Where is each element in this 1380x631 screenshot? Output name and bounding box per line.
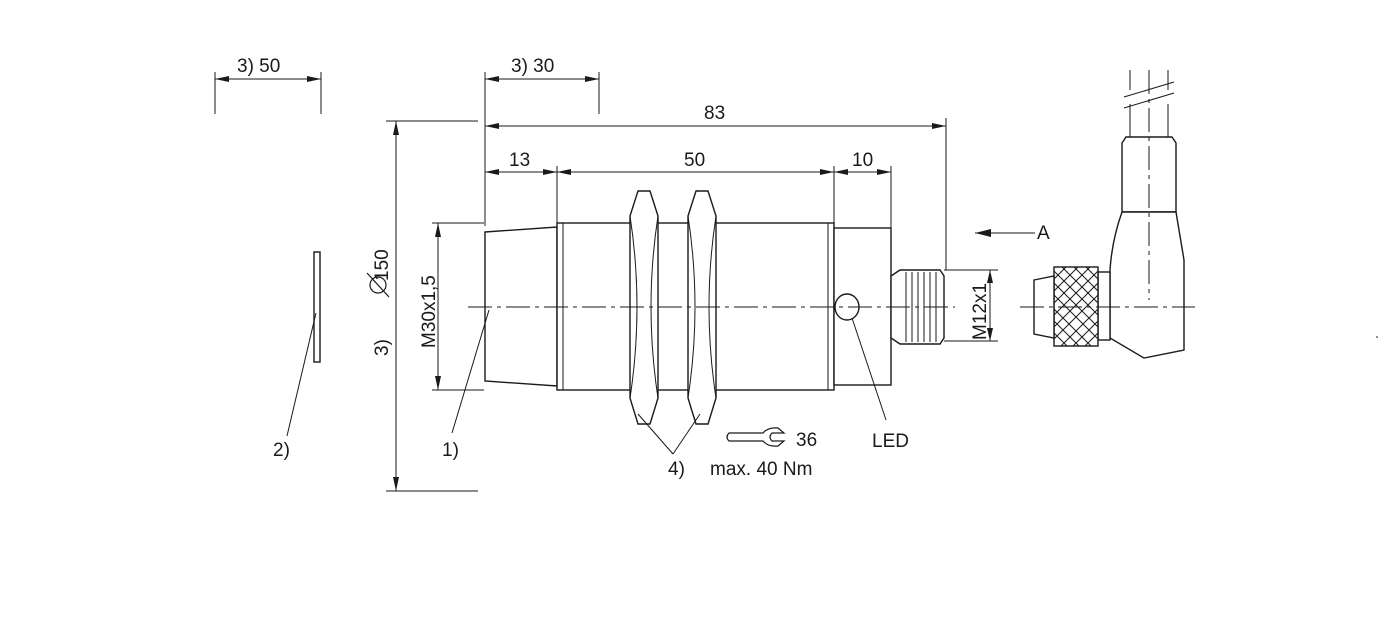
thread-m30-label: M30x1,5: [419, 275, 440, 348]
note-1-label: 1): [442, 440, 459, 461]
note-2-label: 2): [273, 440, 290, 461]
angled-cable-connector: [1020, 70, 1195, 359]
note-4-label: 4): [668, 459, 685, 480]
dimension-m12: M12x1: [944, 269, 998, 342]
led-leader: LED: [851, 317, 909, 452]
dim-label-30: 3) 30: [511, 56, 554, 77]
diameter-value-label: 150: [372, 249, 393, 281]
target-plate: 2): [273, 251, 321, 461]
led-label: LED: [872, 431, 909, 452]
diameter-symbol-icon: [366, 272, 390, 298]
dimension-top-left-50: 3) 50: [214, 56, 322, 114]
diameter-note-label: 3): [372, 339, 393, 356]
dim-label-50-left: 3) 50: [237, 56, 280, 77]
dim-label-13: 13: [509, 150, 530, 171]
sensor-body: [468, 190, 955, 425]
torque-label: max. 40 Nm: [710, 459, 812, 480]
dimension-diameter-150: 3) 150: [366, 120, 478, 492]
thread-m12-label: M12x1: [970, 283, 991, 340]
note-1-leader: 1): [442, 309, 490, 461]
wrench-icon: [726, 427, 786, 447]
view-a-label: A: [1037, 223, 1050, 244]
note-4-wrench: 4) 36 max. 40 Nm: [637, 413, 817, 480]
dimension-overall-83: 83: [485, 103, 947, 270]
wrench-size-label: 36: [796, 430, 817, 451]
dimension-top-30: 3) 30: [484, 56, 600, 226]
dimension-chain-13-50-10: 13 50 10: [485, 150, 892, 228]
dim-label-50: 50: [684, 150, 705, 171]
dim-label-83: 83: [704, 103, 725, 124]
view-a-arrow: A: [975, 223, 1050, 244]
dim-label-10: 10: [852, 150, 873, 171]
dimension-m30: M30x1,5: [419, 222, 484, 391]
